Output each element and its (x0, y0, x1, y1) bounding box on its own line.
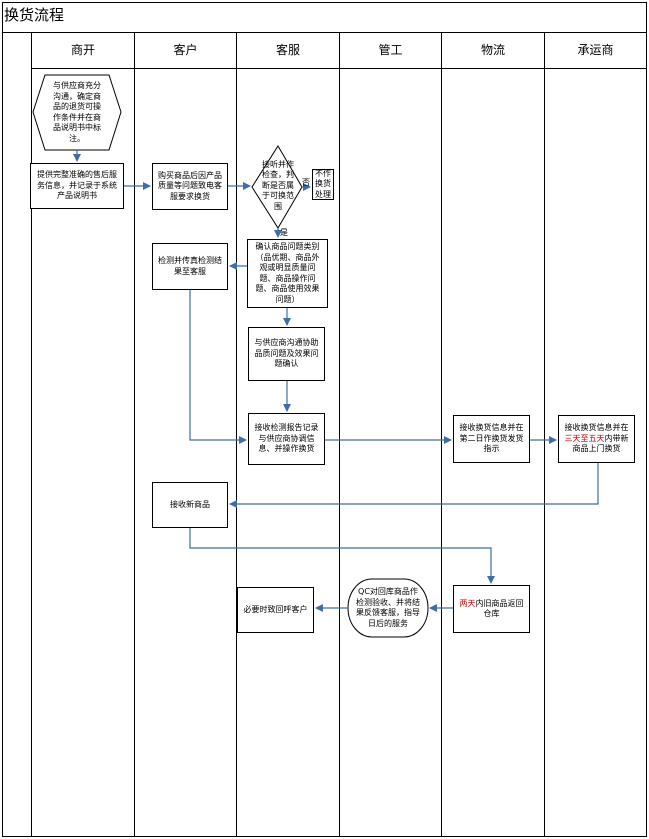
confirm-category-text: 确认商品问题类别 （品优期、商品外 观或明显质量问 题、商品操作问 题、商品使用… (255, 242, 320, 304)
return-rest: 内旧商品返回 (475, 598, 524, 608)
carrier-line-2: 三天至五天内带新 (565, 434, 629, 445)
receive-new-text: 接收新商品 (170, 499, 210, 509)
return-line-2: 仓库 (483, 609, 500, 618)
arrow-inspect-to-receive (189, 290, 247, 444)
logistics-ship-text: 接收换货信息并在 第二日作换货发货 指示 (459, 423, 524, 454)
qc-check-shape (347, 578, 429, 638)
customer-request-text: 购买商品后因产品 质量等问题致电客 服要求换货 (158, 170, 222, 201)
carrier-line-3: 商品上门换货 (572, 444, 621, 454)
return-text: 两天内旧商品返回 仓库 (454, 586, 529, 632)
confirm-category-box (247, 239, 328, 308)
record-service-box (30, 163, 124, 209)
carrier-box (558, 415, 635, 463)
no-exchange-box (312, 169, 334, 200)
qc-check-text: QC对回库商品作 检测验收、并将结 果反馈客服，指导 日后的服务 (356, 587, 420, 628)
callback-box (237, 587, 314, 633)
lane-label-service: 客服 (275, 43, 300, 57)
edge-label-no: 否 (302, 178, 310, 187)
carrier-suffix: 内带新 (604, 433, 629, 443)
inspect-report-text: 检测并传真检测结 果至客服 (158, 256, 222, 276)
receive-new-box (152, 482, 228, 528)
supplier-confirm-text: 与供应商充分 沟通，确定商 品的退货可操 作条件并在商 品说明书中标 注。 (53, 81, 101, 143)
logistics-ship-box (453, 415, 530, 463)
arrow-new-to-return (189, 528, 495, 584)
judge-text: 接听并作 检查，判 断是否属 于可换范 围 (262, 159, 294, 211)
supplier-confirm-hexagon (32, 74, 122, 151)
lane-label-carrier: 承运商 (577, 43, 614, 57)
coordinate-supplier-box (248, 327, 325, 381)
customer-request-box (152, 163, 228, 210)
lane-label-customer: 客户 (173, 43, 198, 57)
return-line-1: 两天内旧商品返回 (460, 599, 524, 610)
receive-report-text: 接收检测报告记录 与供应商协调信 息、并操作换货 (254, 423, 319, 454)
receive-report-box (248, 413, 325, 465)
no-exchange-text: 不作 换货 处理 (315, 170, 331, 199)
lane-label-logistics: 物流 (480, 43, 505, 57)
arrow-carrier-to-new (229, 463, 599, 508)
carrier-text: 接收换货信息并在 三天至五天内带新 商品上门换货 (559, 416, 634, 462)
edge-label-yes: 是 (280, 228, 288, 237)
carrier-highlight: 三天至五天 (564, 433, 605, 443)
coordinate-supplier-text: 与供应商沟通协助 品质问题及效果问 题确认 (254, 338, 319, 369)
callback-text: 必要时致回呼客户 (243, 604, 308, 614)
return-highlight: 两天 (459, 598, 476, 608)
carrier-line-1: 接收换货信息并在 (564, 423, 629, 433)
return-box (453, 585, 530, 633)
lane-label-shangkai: 商开 (70, 43, 95, 57)
lane-label-qc: 管工 (378, 43, 403, 57)
diagram-title: 换货流程 (4, 6, 65, 24)
inspect-report-box (152, 243, 228, 290)
record-service-text: 提供完整准确的售后服 务信息，并记录于系统 产品说明书 (37, 170, 117, 201)
